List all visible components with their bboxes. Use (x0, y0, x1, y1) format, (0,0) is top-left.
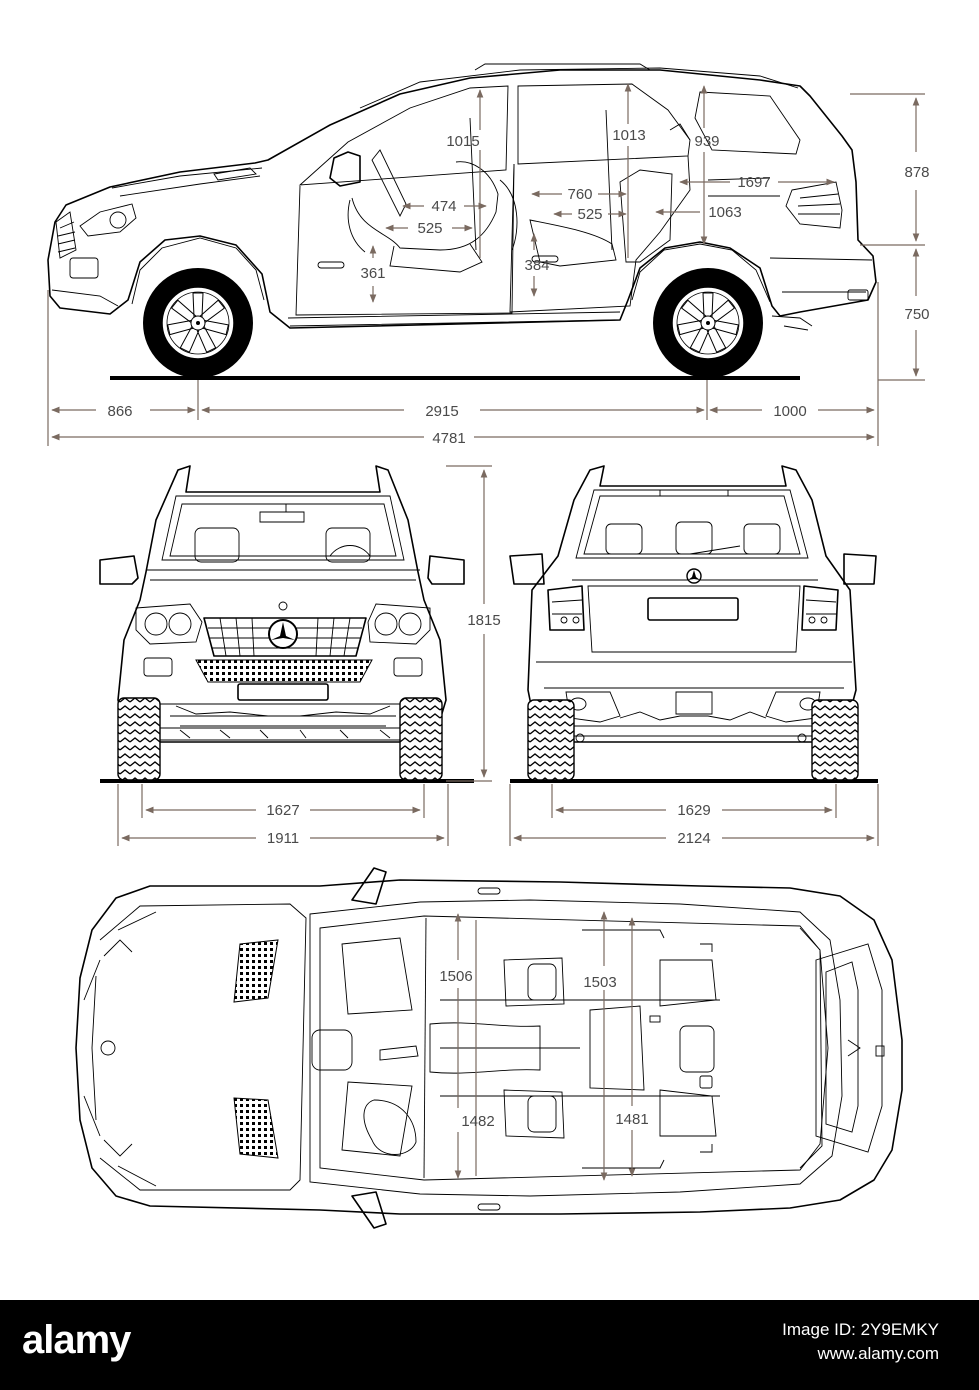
dim-rear-hip-room: 1481 (615, 1111, 648, 1128)
rear-right-tire (811, 699, 859, 781)
side-dimensions (47, 83, 925, 446)
dim-front-cushion: 525 (417, 220, 442, 237)
front-right-tire (399, 697, 443, 781)
dim-overall-height: 1815 (467, 612, 500, 629)
dim-rear-seat-height: 384 (524, 257, 549, 274)
dim-rear-cushion: 525 (577, 206, 602, 223)
rear-dimensions (509, 784, 879, 846)
dim-rear-shoulder-room: 1503 (583, 974, 616, 991)
dim-cargo-floor: 1063 (708, 204, 741, 221)
dim-wheelbase: 2915 (425, 403, 458, 420)
dim-front-seat-depth: 474 (431, 198, 456, 215)
top-left-mirror (351, 867, 387, 905)
rear-license-plate (647, 597, 739, 621)
dim-width-with-mirrors: 2124 (677, 830, 710, 847)
dim-rear-track: 1629 (677, 802, 710, 819)
front-left-mirror (99, 555, 139, 585)
dim-rear-overhang: 1000 (773, 403, 806, 420)
stock-footer: alamy Image ID: 2Y9EMKY www.alamy.com (0, 1300, 979, 1390)
rear-view: 1629 2124 (509, 465, 879, 847)
dim-front-overhang: 866 (107, 403, 132, 420)
image-id: Image ID: 2Y9EMKY (782, 1320, 939, 1339)
dim-rear-legroom: 760 (567, 186, 592, 203)
dim-cargo-length: 1697 (737, 174, 770, 191)
dim-upper-height: 878 (904, 164, 929, 181)
top-right-mirror (351, 1191, 387, 1229)
site-url: www.alamy.com (817, 1344, 939, 1363)
dim-front-headroom: 1015 (446, 133, 479, 150)
front-view: 1815 1627 1911 (99, 465, 501, 847)
side-body (47, 63, 877, 329)
side-dimension-labels: 866 2915 1000 4781 878 750 1015 1013 939… (107, 127, 929, 447)
rear-left-tire (527, 699, 575, 781)
side-rear-wheel (652, 267, 764, 379)
dim-lower-height: 750 (904, 306, 929, 323)
dim-front-seat-height: 361 (360, 265, 385, 282)
side-view: 866 2915 1000 4781 878 750 1015 1013 939… (47, 63, 930, 447)
dim-front-hip-room: 1482 (461, 1113, 494, 1130)
top-body (75, 879, 903, 1215)
top-dimensions (454, 911, 636, 1181)
dim-front-shoulder-room: 1506 (439, 968, 472, 985)
rear-right-mirror (843, 553, 877, 585)
brand-logo: alamy (22, 1318, 131, 1362)
image-info: Image ID: 2Y9EMKY www.alamy.com (782, 1318, 939, 1366)
rear-body (527, 465, 857, 743)
car-blueprint: 866 2915 1000 4781 878 750 1015 1013 939… (47, 63, 930, 1229)
dim-overall-length: 4781 (432, 430, 465, 447)
front-body (117, 465, 447, 743)
front-grille (203, 617, 367, 657)
front-right-mirror (427, 555, 465, 585)
front-license-plate (237, 683, 329, 701)
front-dimensions (117, 465, 492, 846)
dim-front-track: 1627 (266, 802, 299, 819)
front-left-tire (117, 697, 161, 781)
top-view: 1506 1503 1482 1481 (75, 867, 903, 1229)
dim-front-width: 1911 (267, 830, 299, 847)
side-front-wheel (142, 267, 254, 379)
dim-cargo-height: 939 (694, 133, 719, 150)
rear-left-mirror (509, 553, 545, 585)
dim-rear-headroom: 1013 (612, 127, 645, 144)
